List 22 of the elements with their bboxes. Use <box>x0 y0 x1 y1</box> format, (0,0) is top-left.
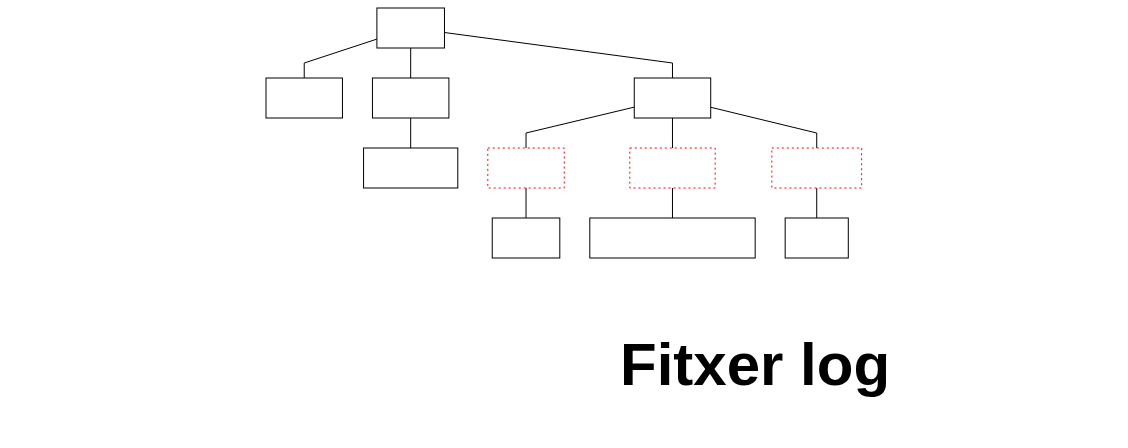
connector <box>672 187 674 219</box>
node-box <box>363 147 459 189</box>
node-box <box>372 77 450 119</box>
node-box <box>629 147 716 189</box>
connector <box>410 117 412 149</box>
diagram-label: Fitxer log <box>620 330 891 399</box>
node-box <box>784 217 849 259</box>
node-box <box>589 217 756 259</box>
connector <box>444 32 674 79</box>
connector <box>525 187 527 219</box>
connector <box>672 117 674 149</box>
connector <box>525 106 635 149</box>
node-box <box>771 147 863 189</box>
node-box <box>376 7 446 49</box>
node-box <box>633 77 712 119</box>
node-box <box>265 77 344 119</box>
connector <box>410 47 412 79</box>
connector <box>710 106 818 149</box>
connector <box>816 187 818 219</box>
node-box <box>491 217 561 259</box>
connector <box>303 38 378 79</box>
node-box <box>487 147 565 189</box>
